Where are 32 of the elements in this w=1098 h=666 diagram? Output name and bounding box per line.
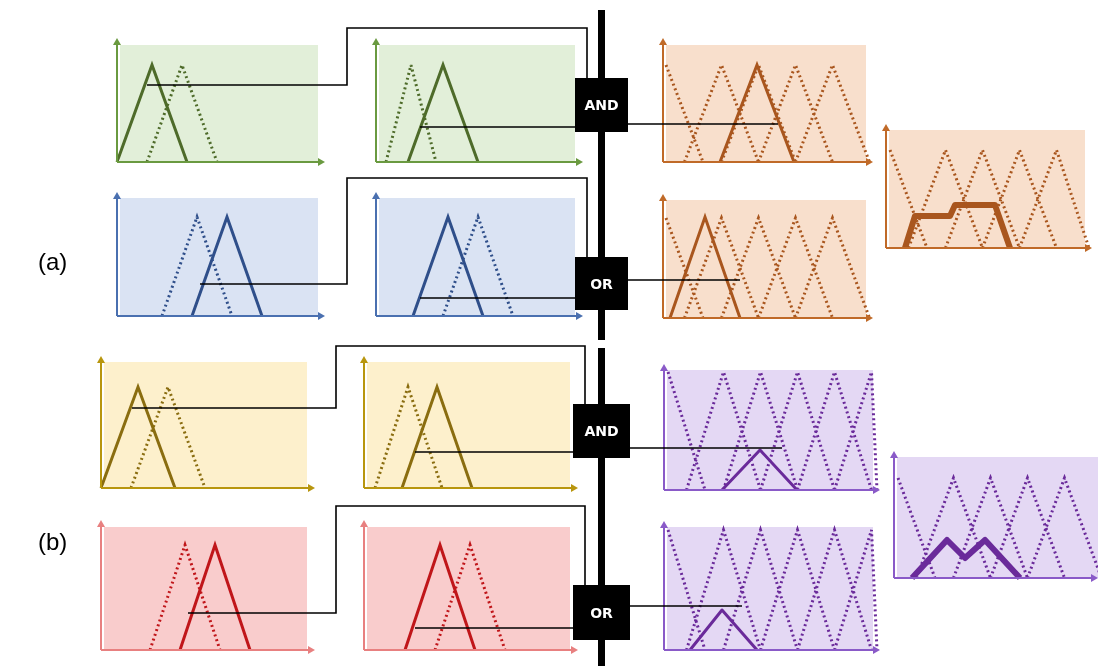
membership-chart [370, 36, 585, 166]
membership-chart [358, 354, 580, 492]
connector-line [627, 123, 779, 125]
connector-line [414, 627, 574, 629]
connector-line [131, 345, 586, 409]
panel-label: (b) [38, 528, 68, 556]
logic-operator-box: OR [575, 257, 628, 310]
membership-chart [358, 518, 580, 654]
membership-chart [111, 36, 327, 166]
membership-chart [370, 190, 585, 320]
membership-chart [657, 192, 875, 322]
connector-line [419, 126, 576, 128]
connector-line [627, 279, 741, 281]
connector-line [419, 297, 576, 299]
membership-chart [95, 354, 317, 492]
membership-chart [880, 122, 1094, 252]
logic-operator-box: AND [575, 78, 628, 132]
connector-line [414, 451, 574, 453]
membership-chart [111, 190, 327, 320]
membership-chart [95, 518, 317, 654]
connector-line [629, 447, 783, 449]
panel-label: (a) [38, 248, 68, 276]
membership-chart [888, 449, 1098, 582]
membership-chart [658, 362, 882, 494]
logic-operator-box: OR [573, 585, 630, 640]
connector-line [199, 177, 588, 285]
logic-operator-box: AND [573, 404, 630, 458]
connector-line [146, 27, 588, 86]
connector-line [629, 605, 743, 607]
membership-chart [658, 519, 882, 654]
membership-chart [657, 36, 875, 166]
connector-line [187, 505, 586, 614]
